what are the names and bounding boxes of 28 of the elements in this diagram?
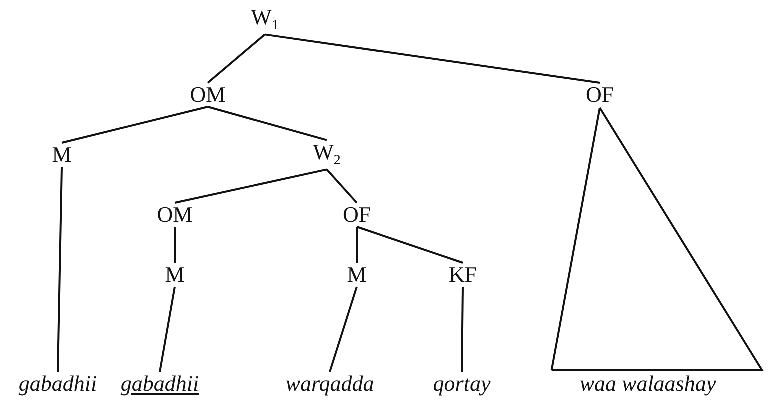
tree-branch xyxy=(57,166,63,372)
category-label: W$_{1}$ xyxy=(251,5,279,35)
category-label: KF xyxy=(448,263,478,287)
tree-branch xyxy=(207,34,266,84)
tree-branch xyxy=(329,286,358,372)
category-label: OF xyxy=(342,203,372,227)
category-label: W$_{2}$ xyxy=(313,140,341,170)
word-label: warqadda xyxy=(286,372,374,396)
word-label: waa walaashay xyxy=(580,372,716,396)
category-label: OF xyxy=(586,83,614,107)
word-label: gabadhii xyxy=(120,372,200,396)
tree-branch xyxy=(174,168,328,204)
category-label: M xyxy=(347,263,367,287)
word-label: qortay xyxy=(433,372,491,396)
tree-branch xyxy=(461,286,464,372)
tree-branch xyxy=(62,106,208,144)
tree-branch xyxy=(159,286,176,372)
tree-branch xyxy=(174,227,176,263)
tree-branch xyxy=(356,226,464,264)
category-label: M xyxy=(52,143,72,167)
category-label: M xyxy=(165,263,185,287)
category-label: OM xyxy=(157,203,193,227)
tree-branch xyxy=(356,227,358,263)
tree-branch xyxy=(208,106,328,142)
word-label: gabadhii xyxy=(18,372,98,396)
category-label: OM xyxy=(190,83,226,107)
tree-branch xyxy=(264,34,600,84)
tree-branch xyxy=(326,169,358,204)
